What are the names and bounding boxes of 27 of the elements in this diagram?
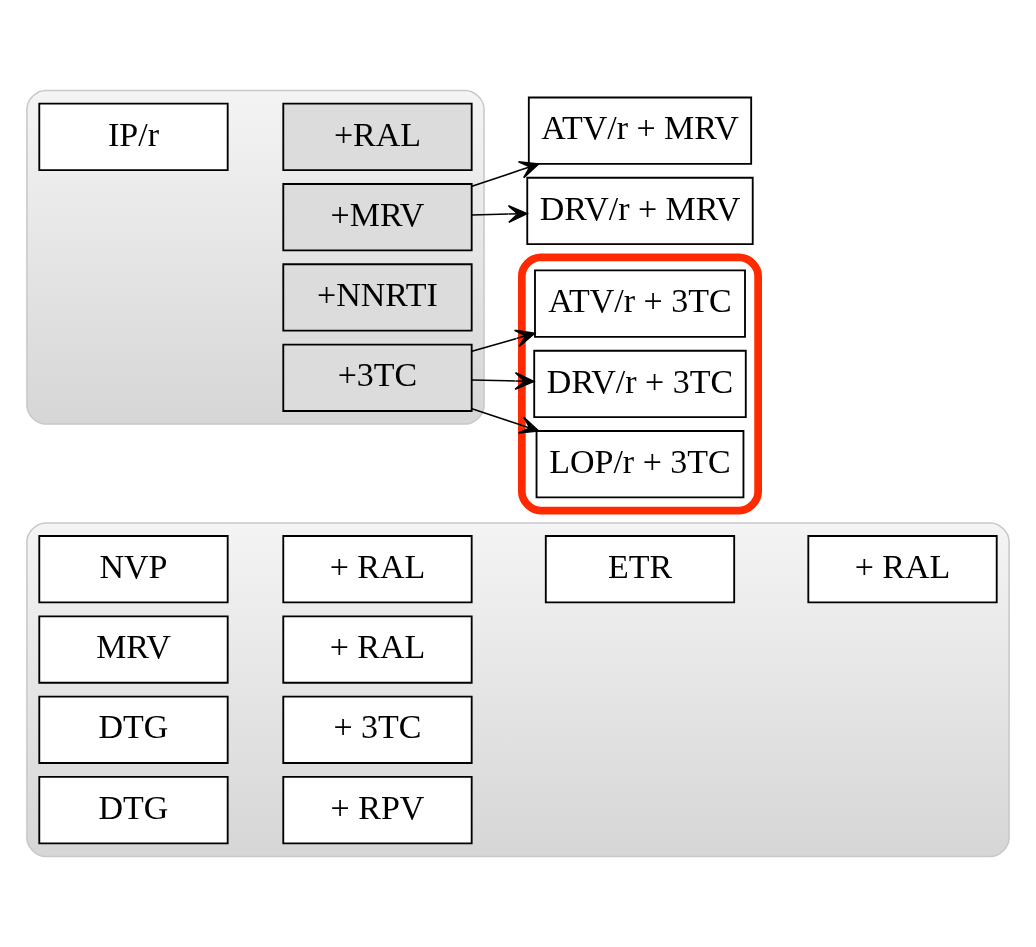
- arrow: [471, 161, 540, 187]
- node-box: DRV/r + 3TC: [533, 349, 747, 419]
- node-box: +MRV: [282, 183, 473, 252]
- node-box: ATV/r + 3TC: [534, 269, 746, 338]
- node-box: DRV/r + MRV: [526, 176, 754, 246]
- node-box: + 3TC: [282, 695, 473, 764]
- arrow: [471, 407, 540, 434]
- arrow: [471, 204, 528, 224]
- node-box: MRV: [38, 615, 229, 684]
- node-box: +RAL: [282, 102, 473, 171]
- node-box: IP/r: [38, 102, 229, 171]
- node-box: DTG: [38, 776, 229, 845]
- node-box: +3TC: [282, 343, 473, 412]
- node-box: ETR: [544, 535, 736, 604]
- node-box: ATV/r + MRV: [527, 96, 753, 165]
- cluster: [26, 89, 485, 425]
- node-box: + RAL: [807, 535, 998, 604]
- cluster: [26, 522, 1010, 858]
- node-box: + RPV: [282, 776, 473, 845]
- arrow: [471, 329, 536, 352]
- node-box: LOP/r + 3TC: [535, 430, 745, 499]
- node-box: + RAL: [282, 615, 473, 684]
- arrow: [471, 371, 535, 391]
- node-box: DTG: [38, 695, 229, 764]
- node-box: NVP: [38, 535, 229, 604]
- node-box: + RAL: [282, 535, 473, 604]
- node-box: +NNRTI: [282, 263, 473, 332]
